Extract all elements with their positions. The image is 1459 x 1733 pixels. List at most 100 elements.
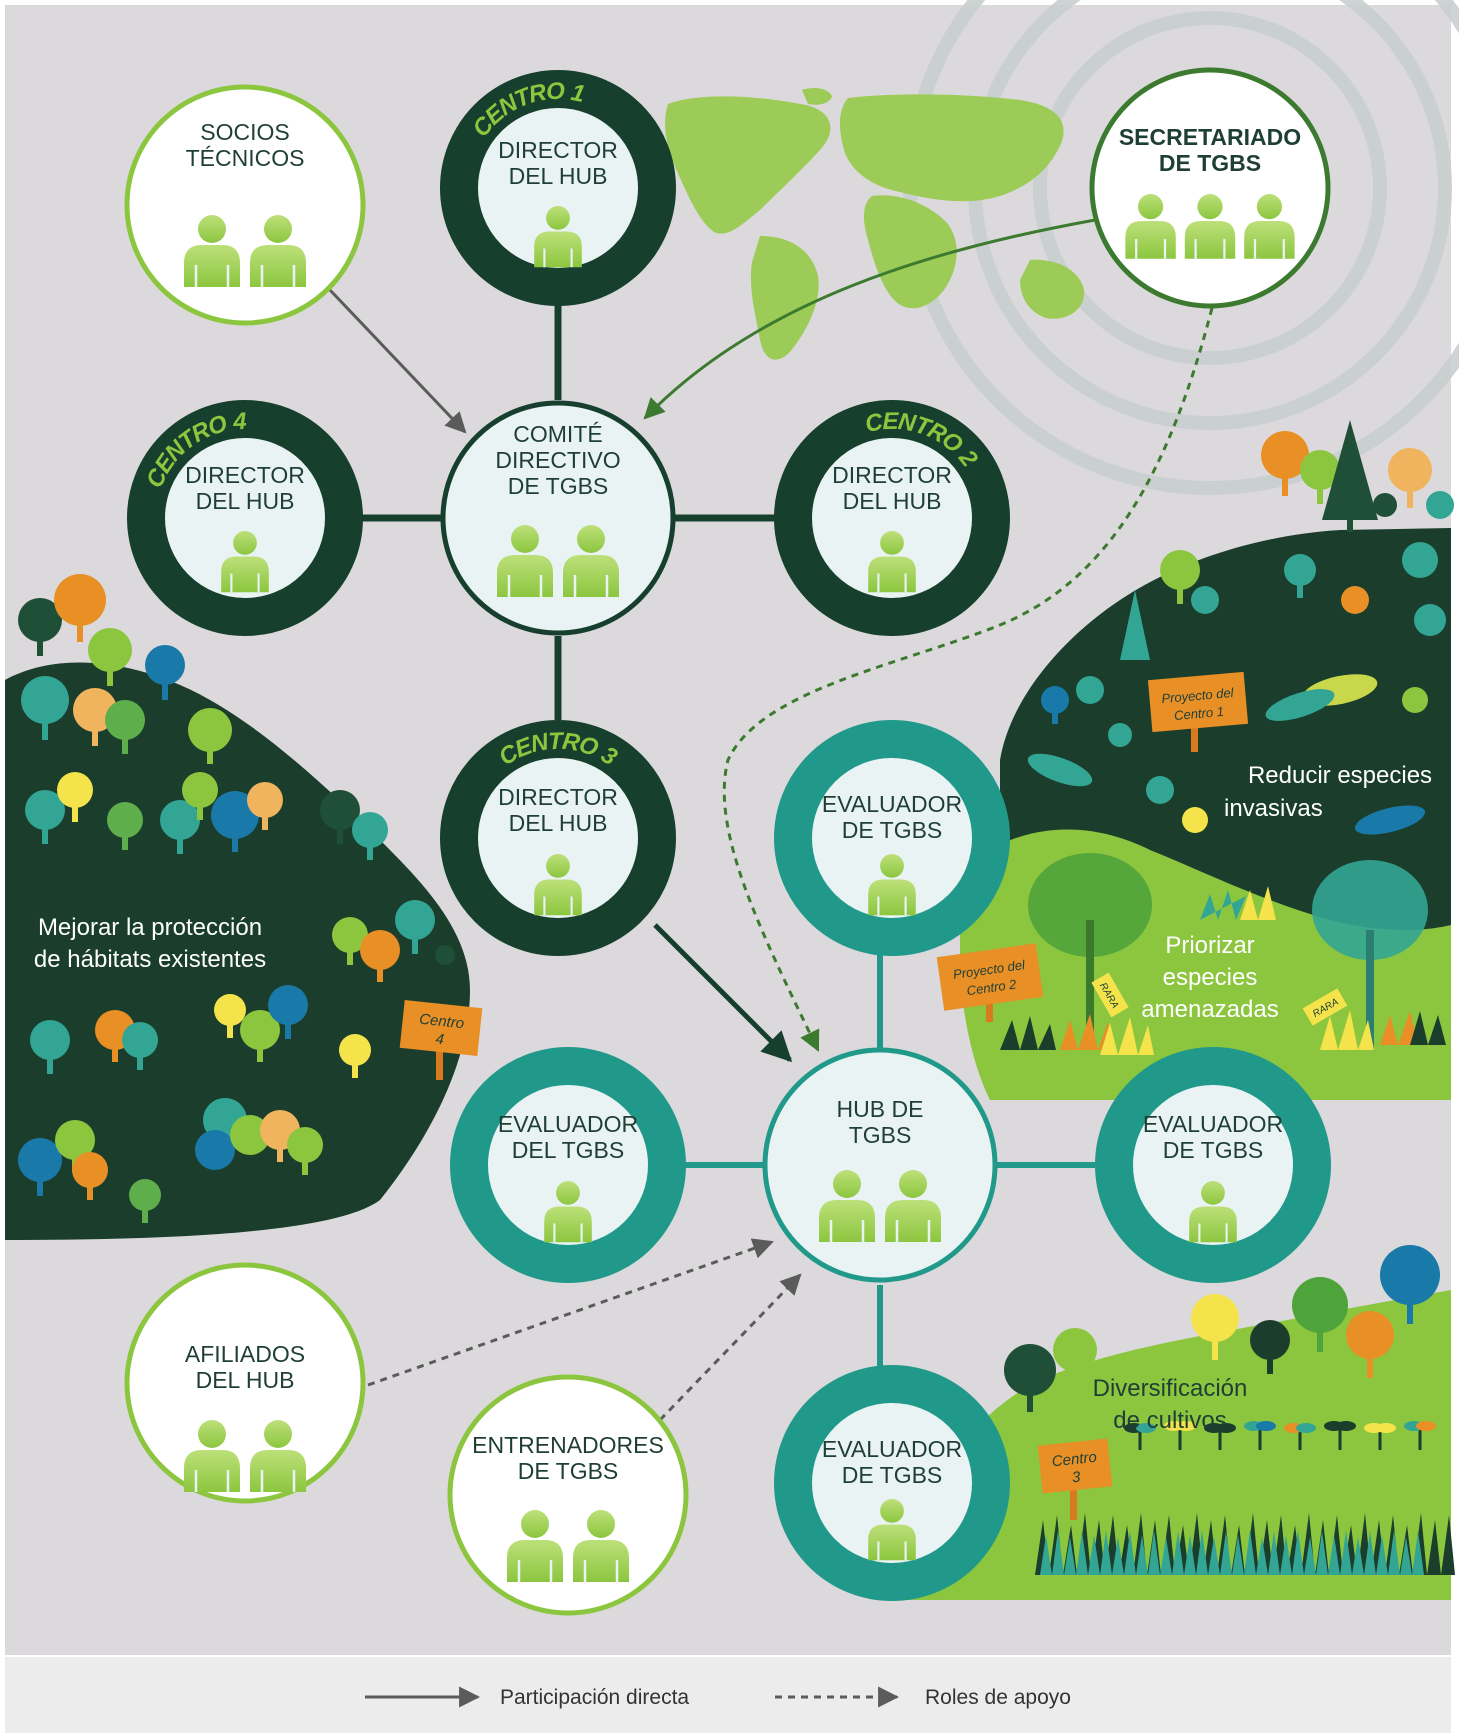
threatened-species-label-line2: especies: [1163, 964, 1258, 991]
node-label-line: EVALUADOR: [822, 1436, 962, 1462]
arrow-hub3-to-hub-tgbs: [653, 923, 793, 1063]
node-label-line: DE TGBS: [518, 1458, 619, 1484]
arrow-secretariado-to-comite: [643, 218, 1096, 420]
node-circle: [447, 1374, 689, 1616]
node-label-line: TGBS: [849, 1122, 912, 1148]
node-label-line: DIRECTOR: [498, 137, 618, 163]
invasive-species-label-line1: Reducir especies: [1248, 762, 1432, 789]
node-circle: [124, 1262, 366, 1504]
node-label-line: DIRECTOR: [185, 462, 305, 488]
arrow-afiliados-to-hub: [367, 1238, 774, 1387]
seedlings: [1124, 1421, 1436, 1450]
sign-centro-4: Centro 4: [399, 1000, 483, 1080]
person-icon: [1125, 194, 1176, 259]
person-icon: [868, 854, 916, 916]
threatened-species-label-line3: amenazadas: [1141, 996, 1278, 1023]
sign-proyecto-centro-1: Proyecto del Centro 1: [1147, 671, 1249, 752]
node-label-line: DE TGBS: [1159, 150, 1261, 176]
node-label-line: COMITÉ: [513, 421, 602, 447]
node-label-line: EVALUADOR: [1143, 1111, 1283, 1137]
sign-centro-3-line1: Centro: [1051, 1449, 1098, 1471]
sign-centro-3-line2: 3: [1071, 1468, 1082, 1486]
node-circle: [774, 720, 1010, 956]
orchard-trees: [1004, 1245, 1440, 1412]
node-label-line: DE TGBS: [842, 1462, 943, 1488]
person-icon: [868, 531, 916, 593]
tree-cluster: [1027, 420, 1454, 835]
person-icon: [534, 206, 582, 268]
node-label-line: AFILIADOS: [185, 1341, 305, 1367]
person-icon: [868, 1499, 916, 1561]
node-label-line: DE TGBS: [842, 817, 943, 843]
person-icon: [221, 531, 269, 593]
node-label-line: HUB DE: [837, 1096, 924, 1122]
node-circle: [1089, 67, 1331, 309]
habitat-protection-hill: Mejorar la protección de hábitats existe…: [5, 574, 483, 1240]
invasive-species-label-line2: invasivas: [1224, 795, 1323, 822]
tree-cluster: [18, 574, 455, 1223]
node-circle: [127, 400, 363, 636]
person-icon: [819, 1170, 875, 1242]
habitat-protection-label-line1: Mejorar la protección: [38, 914, 262, 941]
legend-direct-label: Participación directa: [500, 1686, 689, 1709]
node-label-line: DE TGBS: [1163, 1137, 1264, 1163]
node-circle: [774, 1365, 1010, 1601]
node-circle: [774, 400, 1010, 636]
crop-diversification-label-line2: de cultivos: [1113, 1407, 1226, 1434]
node-label-line: EVALUADOR: [498, 1111, 638, 1137]
node-circle: [1095, 1047, 1331, 1283]
sign-proyecto-1-line2: Centro 1: [1174, 704, 1225, 723]
connector-lines: [358, 290, 1095, 1380]
person-icon: [250, 1420, 306, 1492]
node-label-line: TÉCNICOS: [186, 145, 305, 171]
node-circle: [440, 720, 676, 956]
person-icon: [544, 1181, 592, 1243]
person-icon: [250, 215, 306, 287]
legend-support-label: Roles de apoyo: [925, 1686, 1071, 1709]
sign-centro-4-line2: 4: [435, 1031, 445, 1049]
person-icon: [573, 1510, 629, 1582]
person-icon: [563, 525, 619, 597]
node-label-line: SECRETARIADO: [1119, 124, 1301, 150]
person-icon: [534, 854, 582, 916]
node-label-line: DEL HUB: [509, 810, 608, 836]
node-label-line: EVALUADOR: [822, 791, 962, 817]
person-icon: [184, 1420, 240, 1492]
legend: Participación directa Roles de apoyo: [5, 1657, 1451, 1733]
person-icon: [1184, 194, 1236, 259]
sign-proyecto-1-line1: Proyecto del: [1161, 685, 1235, 706]
node-label-line: DIRECTIVO: [495, 447, 620, 473]
threatened-species-label-line1: Priorizar: [1165, 932, 1254, 959]
node-circle: [450, 1047, 686, 1283]
person-icon: [507, 1510, 563, 1582]
person-icon: [1244, 194, 1295, 259]
sign-centro-4-line1: Centro: [418, 1011, 465, 1033]
person-icon: [1189, 1181, 1237, 1243]
arrow-secretariado-to-hub-tgbs: [722, 307, 1214, 1052]
node-label-line: DE TGBS: [508, 473, 609, 499]
node-label-line: DEL HUB: [843, 488, 942, 514]
node-label-line: DIRECTOR: [498, 784, 618, 810]
sign-proyecto-centro-2: Proyecto del Centro 2: [936, 943, 1044, 1022]
node-label-line: DEL HUB: [509, 163, 608, 189]
habitat-protection-label-line2: de hábitats existentes: [34, 946, 266, 973]
sign-proyecto-2-line2: Centro 2: [966, 976, 1018, 998]
node-label-line: DIRECTOR: [832, 462, 952, 488]
person-icon: [497, 525, 553, 597]
node-circle: [440, 70, 676, 306]
node-circle: [762, 1047, 998, 1283]
shrubs: [1000, 886, 1446, 1055]
